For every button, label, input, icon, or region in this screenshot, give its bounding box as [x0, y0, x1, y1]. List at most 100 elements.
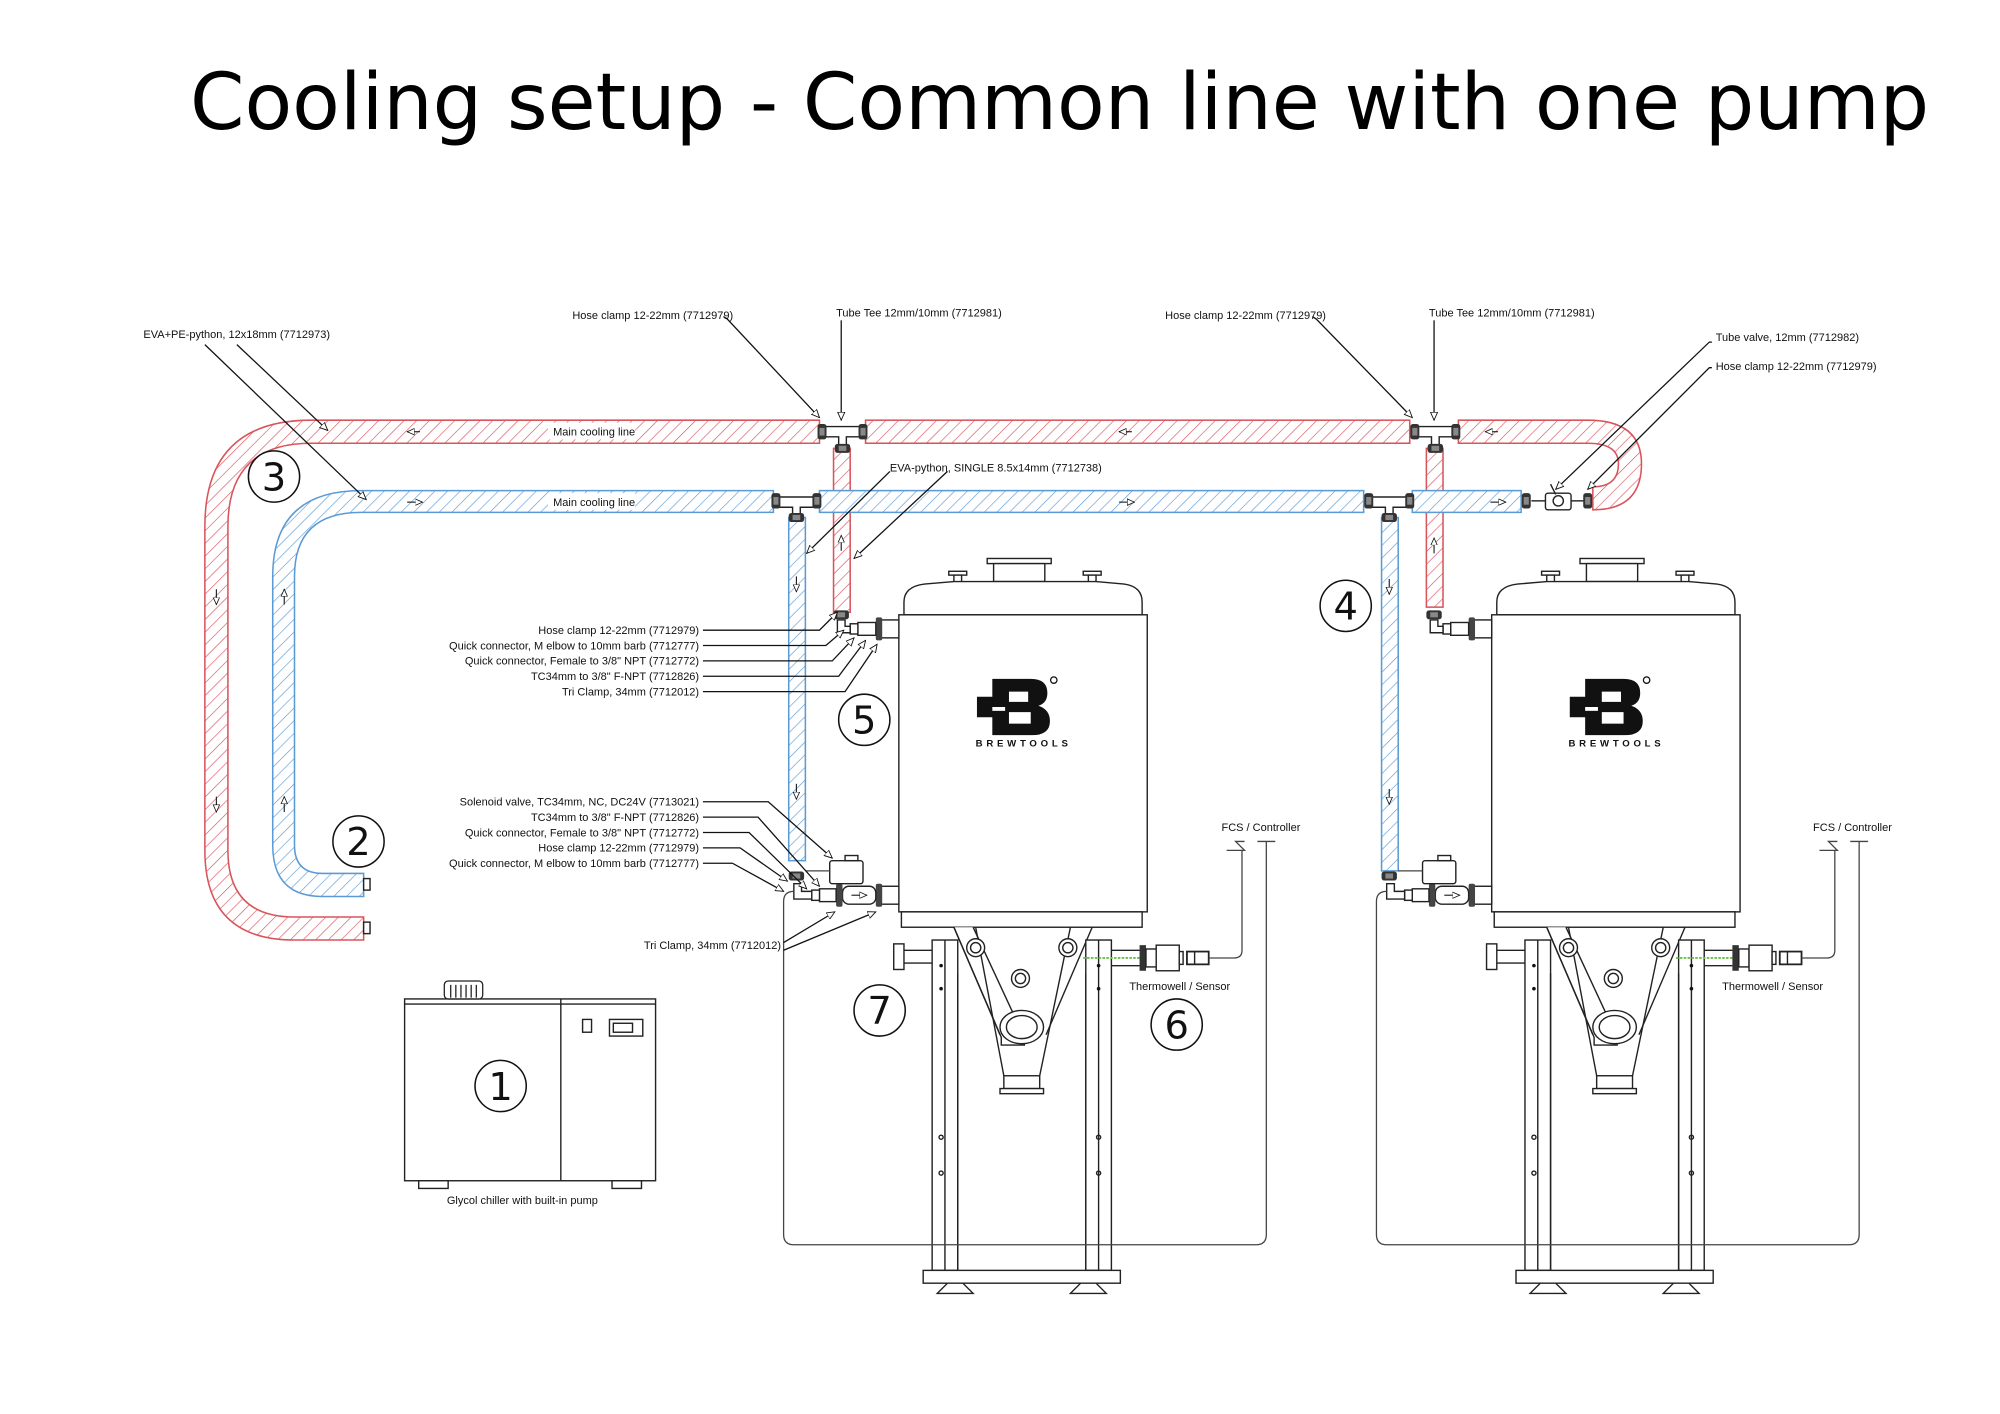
hot-drop-pipe-1 [832, 447, 851, 614]
callout-number-text: 1 [488, 1065, 512, 1110]
label-glycol-chiller: Glycol chiller with built-in pump [447, 1195, 598, 1207]
hot-line-end-cap [362, 921, 371, 935]
callout-number-2: 2 [332, 815, 385, 868]
quick-connector-female [849, 623, 859, 635]
label-bg [548, 422, 636, 440]
label-lower-tc-adapter: TC34mm to 3/8" F-NPT (7712826) [531, 812, 699, 824]
tube-tee-cold-2 [1364, 493, 1415, 522]
callout-number-7: 7 [853, 984, 907, 1037]
inlet-stub [880, 619, 900, 639]
manway [992, 562, 1046, 583]
label-lower-hose-clamp: Hose clamp 12-22mm (7712979) [538, 843, 699, 855]
solenoid-coil [829, 859, 864, 885]
label-fcs-controller-1: FCS / Controller [1222, 822, 1301, 834]
label-lower-quick-connector-female: Quick connector, Female to 3/8" NPT (771… [465, 827, 699, 839]
foot [1068, 1282, 1108, 1295]
port-circle [1010, 968, 1031, 989]
callout-number-text: 7 [867, 989, 891, 1034]
sensor-connector [1186, 950, 1210, 966]
tube-tee-hot-1 [817, 424, 868, 453]
tc-adapter [818, 888, 837, 903]
label-upper-tc-adapter: TC34mm to 3/8" F-NPT (7712826) [531, 671, 699, 683]
sensor-nut [1178, 950, 1184, 966]
flow-arrows [216, 432, 1505, 812]
chiller-foot [417, 1180, 449, 1190]
label-hose-clamp-top-2: Hose clamp 12-22mm (7712979) [1165, 310, 1326, 322]
thermowell-flange [1139, 945, 1146, 971]
chiller-filler-cap [443, 980, 484, 1000]
label-eva-python-single: EVA-python, SINGLE 8.5x14mm (7712738) [890, 462, 1102, 474]
foot [935, 1282, 975, 1295]
tri-clamp [875, 883, 883, 907]
hot-main-line-segment [864, 419, 1411, 445]
outlet-stub [880, 885, 900, 905]
quick-connector-female [811, 889, 821, 902]
label-tube-valve: Tube valve, 12mm (7712982) [1716, 332, 1859, 344]
label-bg [548, 493, 636, 510]
side-port-flange [893, 943, 905, 971]
leader-lines [204, 315, 1712, 951]
chiller-power-switch[interactable] [581, 1018, 593, 1033]
tri-clamp [836, 883, 843, 907]
controller-cable-1 [782, 840, 1276, 1246]
callout-number-1: 1 [474, 1059, 528, 1113]
sensor-neck [1145, 948, 1157, 968]
label-thermowell-1: Thermowell / Sensor [1129, 981, 1230, 993]
main-line-label-cold: Main cooling line [553, 497, 635, 509]
fermenter-1: BREWTOOLS [788, 557, 1210, 1295]
cold-line-end-cap [362, 877, 371, 891]
label-thermowell-2: Thermowell / Sensor [1722, 981, 1823, 993]
callout-number-6: 6 [1150, 998, 1204, 1051]
cold-main-line-pipe [271, 489, 775, 898]
tube-valve[interactable] [1521, 483, 1593, 511]
tank-bottom-ring [900, 911, 1143, 928]
cold-main-line-end [1411, 489, 1522, 514]
chiller-foot [611, 1180, 643, 1190]
main-line-label-hot: Main cooling line [553, 427, 635, 439]
brand-name: BREWTOOLS [976, 739, 1069, 750]
callout-number-text: 6 [1164, 1003, 1188, 1048]
tube-tee-cold-1 [771, 493, 822, 522]
label-hose-clamp-valve: Hose clamp 12-22mm (7712979) [1716, 361, 1877, 373]
label-upper-hose-clamp: Hose clamp 12-22mm (7712979) [538, 625, 699, 637]
label-upper-quick-connector-elbow: Quick connector, M elbow to 10mm barb (7… [449, 640, 699, 652]
stand-base [922, 1269, 1122, 1284]
label-tube-tee-1: Tube Tee 12mm/10mm (7712981) [836, 307, 1002, 319]
label-fcs-controller-2: FCS / Controller [1813, 822, 1892, 834]
hot-return-line [204, 419, 1643, 941]
label-hose-clamp-top-1: Hose clamp 12-22mm (7712979) [572, 310, 733, 322]
callout-number-4: 4 [1319, 579, 1373, 633]
cold-main-line-segment [818, 489, 1365, 514]
bottom-outlet-flange [999, 1087, 1045, 1095]
manway-flange [986, 557, 1052, 565]
chiller-display [608, 1018, 644, 1037]
tc-adapter [857, 621, 877, 637]
tank-body [898, 614, 1148, 913]
callout-number-5: 5 [837, 693, 891, 747]
cold-drop-pipe-1 [787, 516, 807, 862]
fermenter-2 [1382, 558, 1802, 1293]
quick-connector-elbow [793, 882, 813, 900]
tube-tee-hot-2 [1410, 424, 1461, 453]
page-title: Cooling setup - Common line with one pum… [190, 58, 1930, 148]
cold-drop-pipe-2 [1380, 516, 1399, 872]
port-circle [1058, 938, 1078, 958]
solenoid-cap [844, 854, 859, 862]
callout-number-text: 3 [262, 455, 286, 500]
tri-clamp [875, 617, 883, 641]
cold-supply-line [271, 489, 1522, 898]
callout-number-text: 5 [852, 699, 876, 744]
glycol-chiller [403, 980, 657, 1190]
label-solenoid-valve: Solenoid valve, TC34mm, NC, DC24V (77130… [460, 797, 699, 809]
brewtools-logo: BREWTOOLS [976, 676, 1069, 750]
callout-number-text: 2 [346, 820, 370, 865]
callout-number-text: 4 [1333, 585, 1357, 630]
label-eva-pe-python: EVA+PE-python, 12x18mm (7712973) [143, 329, 330, 341]
label-upper-tri-clamp: Tri Clamp, 34mm (7712012) [562, 686, 699, 698]
label-lower-quick-connector-elbow: Quick connector, M elbow to 10mm barb (7… [449, 858, 699, 870]
label-upper-quick-connector-female: Quick connector, Female to 3/8" NPT (771… [465, 656, 699, 668]
tank-dome [903, 580, 1143, 616]
callout-number-3: 3 [247, 450, 301, 503]
label-tube-tee-2: Tube Tee 12mm/10mm (7712981) [1429, 307, 1595, 319]
